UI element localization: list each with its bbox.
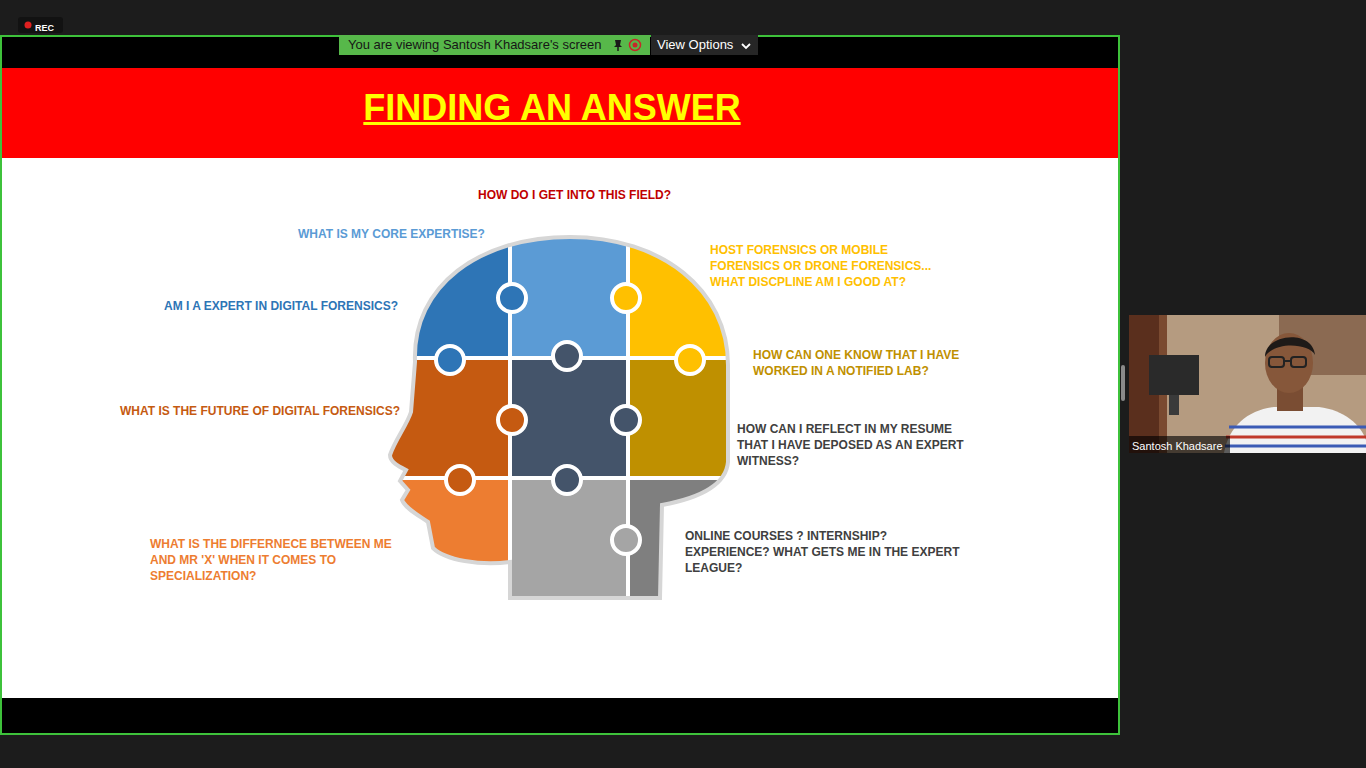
- shirt: [1224, 407, 1366, 453]
- question-text: WHAT IS THE DIFFERNECE BETWEEN ME AND MR…: [150, 536, 418, 584]
- question-text: WHAT IS MY CORE EXPERTISE?: [298, 226, 485, 242]
- shirt-stripes: [1225, 427, 1366, 446]
- pin-icon-part: [617, 47, 619, 51]
- rec-badge: REC: [18, 17, 63, 33]
- record-icon: [628, 38, 642, 52]
- chevron-icon-part: [742, 44, 750, 48]
- piece: [380, 478, 510, 603]
- question-text: HOST FORENSICS OR MOBILE FORENSICS OR DR…: [710, 242, 960, 290]
- rec-badge-text: REC: [35, 20, 54, 36]
- monitor: [1149, 355, 1199, 395]
- viewing-banner: You are viewing Santosh Khadsare's scree…: [339, 35, 650, 55]
- hair: [1265, 337, 1315, 357]
- view-options-button-text: View Options: [657, 35, 733, 55]
- question-text: ONLINE COURSES ? INTERNSHIP? EXPERIENCE?…: [685, 528, 975, 576]
- question-text: HOW DO I GET INTO THIS FIELD?: [478, 187, 671, 203]
- monitor-stand: [1169, 395, 1179, 415]
- view-options-button: View Options: [651, 35, 758, 55]
- record-icon-part: [633, 43, 638, 48]
- piece: [628, 358, 733, 478]
- question-text: WHAT IS THE FUTURE OF DIGITAL FORENSICS?: [120, 403, 400, 419]
- name-tag: Santosh Khadsare: [1129, 436, 1230, 453]
- room-wall: [1129, 315, 1366, 453]
- piece-seams: [380, 230, 733, 600]
- rec-dot-part: [25, 22, 32, 29]
- glasses: [1269, 357, 1306, 367]
- slide-title: FINDING AN ANSWER: [2, 86, 1102, 130]
- puzzle-pieces: [380, 230, 733, 603]
- head-outline: [390, 237, 728, 598]
- question-text: AM I A EXPERT IN DIGITAL FORENSICS?: [164, 298, 398, 314]
- scroll-handle: [1121, 365, 1125, 401]
- pin-icon: [612, 38, 624, 52]
- question-text: HOW CAN ONE KNOW THAT I HAVE WORKED IN A…: [753, 347, 968, 379]
- piece: [510, 230, 628, 358]
- viewing-banner-text: You are viewing Santosh Khadsare's scree…: [348, 35, 602, 55]
- piece: [380, 230, 510, 358]
- video-tile: [1129, 315, 1366, 453]
- chevron-icon: [740, 42, 752, 50]
- record-icon-part: [630, 40, 641, 51]
- pin-icon-part: [614, 40, 622, 47]
- rec-dot: [23, 20, 33, 30]
- question-text: HOW CAN I REFLECT IN MY RESUME THAT I HA…: [737, 421, 972, 469]
- name-tag-text: Santosh Khadsare: [1132, 438, 1223, 455]
